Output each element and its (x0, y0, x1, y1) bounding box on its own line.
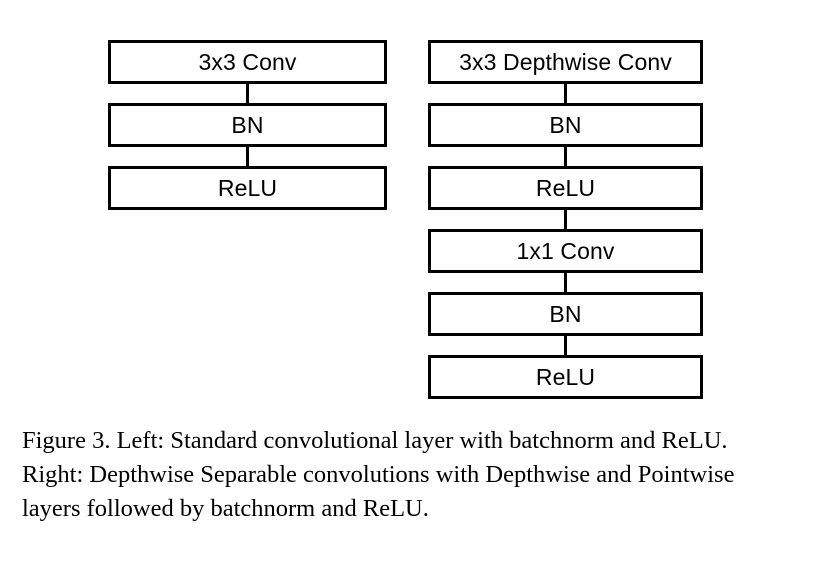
node-label: 1x1 Conv (516, 237, 615, 264)
node-box-relu[interactable]: ReLU (108, 166, 387, 210)
node-box-3x3-depthwise-conv[interactable]: 3x3 Depthwise Conv (428, 40, 703, 84)
node-box-3x3-conv[interactable]: 3x3 Conv (108, 40, 387, 84)
connector-line (428, 82, 703, 105)
node-wrap: BN (108, 103, 387, 147)
node-wrap: 3x3 Conv (108, 40, 387, 84)
diagram-column-right: 3x3 Depthwise Conv BN ReLU 1x1 Conv BN (428, 40, 703, 399)
node-wrap: 1x1 Conv (428, 229, 703, 273)
connector-line (108, 145, 387, 168)
node-label: ReLU (535, 174, 596, 201)
diagram-column-left: 3x3 Conv BN ReLU (108, 40, 387, 210)
node-label: BN (549, 111, 582, 138)
connector-line (428, 334, 703, 357)
node-wrap: BN (428, 103, 703, 147)
figure-diagram: 3x3 Conv BN ReLU 3x3 Depthwise Conv BN (108, 40, 703, 399)
node-label: BN (549, 300, 582, 327)
connector-line (108, 82, 387, 105)
figure-caption: Figure 3. Left: Standard convolutional l… (22, 427, 741, 522)
connector-line (428, 145, 703, 168)
connector-line (428, 271, 703, 294)
node-label: 3x3 Conv (198, 48, 297, 75)
node-box-relu-pointwise[interactable]: ReLU (428, 355, 703, 399)
node-box-1x1-conv[interactable]: 1x1 Conv (428, 229, 703, 273)
node-wrap: ReLU (108, 166, 387, 210)
node-box-bn[interactable]: BN (108, 103, 387, 147)
node-wrap: BN (428, 292, 703, 336)
node-label: ReLU (535, 363, 596, 390)
connector-line (428, 208, 703, 231)
node-label: BN (231, 111, 264, 138)
node-wrap: ReLU (428, 166, 703, 210)
node-box-relu-depthwise[interactable]: ReLU (428, 166, 703, 210)
node-box-bn-pointwise[interactable]: BN (428, 292, 703, 336)
node-label: ReLU (217, 174, 278, 201)
node-wrap: 3x3 Depthwise Conv (428, 40, 703, 84)
node-box-bn-depthwise[interactable]: BN (428, 103, 703, 147)
node-label: 3x3 Depthwise Conv (459, 48, 672, 75)
node-wrap: ReLU (428, 355, 703, 399)
